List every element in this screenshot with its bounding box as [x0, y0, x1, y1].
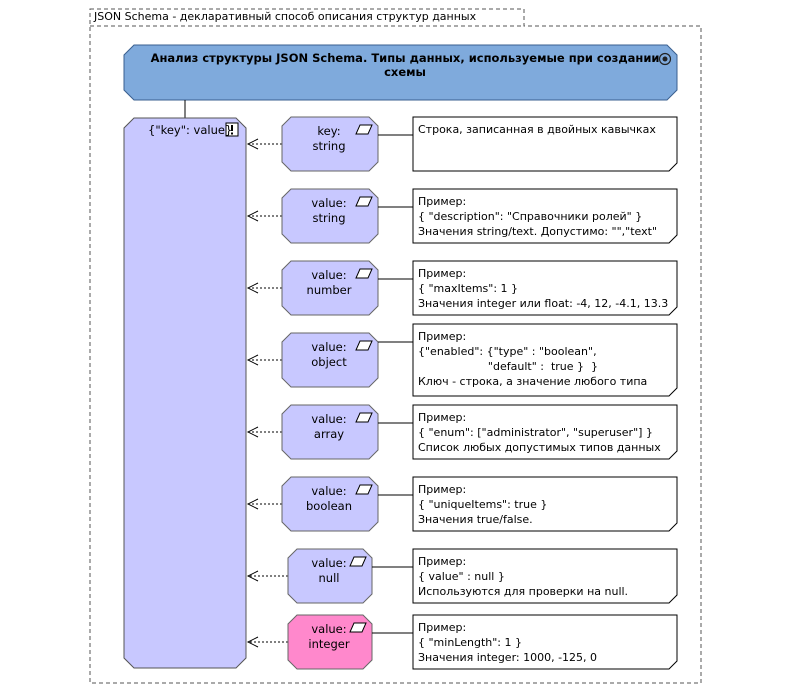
- type-node: [281, 260, 379, 316]
- node-label: value:number: [284, 268, 374, 298]
- node-label-key: value:: [311, 622, 347, 636]
- note-line: Пример:: [418, 483, 467, 496]
- node-label: value:null: [284, 556, 374, 586]
- note-line: Пример:: [418, 411, 467, 424]
- frame-title: JSON Schema - декларативный способ описа…: [94, 10, 477, 23]
- note-box: [412, 260, 678, 316]
- note-line: Пример:: [418, 330, 467, 343]
- type-node: [287, 614, 373, 670]
- arrowhead-icon: [246, 570, 259, 582]
- note-text: Пример: { "description": "Справочники рол…: [418, 194, 657, 239]
- note-line: "default" : true } }: [418, 360, 599, 373]
- node-label-type: object: [311, 355, 347, 369]
- node-label: value:string: [284, 196, 374, 226]
- node-label-key: value:: [311, 196, 347, 210]
- parallelogram-icon: [355, 268, 373, 279]
- node-label-key: key:: [317, 124, 341, 138]
- parallelogram-icon: [355, 412, 373, 423]
- container-label: {"key": value}: [148, 123, 233, 137]
- node-label-key: value:: [311, 340, 347, 354]
- note-text: Пример: { "uniqueItems": true } Значения t…: [418, 482, 547, 527]
- note-text: Строка, записанная в двойных кавычках: [418, 122, 656, 137]
- type-node: [281, 332, 379, 388]
- note-box: [412, 476, 678, 532]
- note-line: { value" : null }: [418, 570, 505, 583]
- note-text: Пример: { "enum": ["administrator", "supe…: [418, 410, 661, 455]
- arrowhead-icon: [246, 498, 259, 510]
- header-title: Анализ структуры JSON Schema. Типы данны…: [150, 51, 660, 79]
- note-box: [412, 323, 678, 397]
- parallelogram-icon: [355, 196, 373, 207]
- note-text: Пример: { value" : null } Используются для…: [418, 554, 628, 599]
- note-line: Пример:: [418, 195, 467, 208]
- arrowhead-icon: [246, 636, 259, 648]
- note-line: Пример:: [418, 267, 467, 280]
- note-line: Список любых допустимых типов данных: [418, 441, 661, 454]
- note-text: Пример:{"enabled": {"type" : "boolean", …: [418, 329, 647, 389]
- target-icon: [658, 52, 672, 66]
- exclamation-icon: [225, 122, 239, 137]
- parallelogram-icon: [355, 484, 373, 495]
- note-text: Пример: { "minLength": 1 } Значения intege…: [418, 620, 597, 665]
- note-line: Ключ - строка, а значение любого типа: [418, 375, 648, 388]
- arrowhead-icon: [246, 354, 259, 366]
- note-line: Значения integer: 1000, -125, 0: [418, 651, 598, 664]
- note-line: {"enabled": {"type" : "boolean",: [418, 345, 597, 358]
- node-label: value:integer: [284, 622, 374, 652]
- frame-border: [89, 8, 702, 684]
- note-line: Пример:: [418, 621, 467, 634]
- note-line: { "description": "Справочники ролей" }: [418, 210, 643, 223]
- node-label-type: boolean: [306, 499, 352, 513]
- node-label-type: null: [318, 571, 340, 585]
- node-label-key: value:: [311, 556, 347, 570]
- parallelogram-icon: [349, 622, 367, 633]
- note-box: [412, 548, 678, 604]
- node-label-key: value:: [311, 412, 347, 426]
- node-label-type: number: [306, 283, 352, 297]
- note-box: [412, 116, 678, 172]
- note-line: Значения true/false.: [418, 513, 533, 526]
- node-label: key:string: [284, 124, 374, 154]
- note-line: { "uniqueItems": true }: [418, 498, 548, 511]
- note-box: [412, 404, 678, 460]
- parallelogram-icon: [349, 556, 367, 567]
- note-box: [412, 614, 678, 670]
- node-label: value:array: [284, 412, 374, 442]
- node-layer: [246, 116, 678, 670]
- header-block: [123, 44, 678, 101]
- note-box: [412, 188, 678, 244]
- type-node: [281, 404, 379, 460]
- type-node: [281, 476, 379, 532]
- type-node: [281, 116, 379, 172]
- node-label-key: value:: [311, 484, 347, 498]
- node-label: value:object: [284, 340, 374, 370]
- note-line: { "enum": ["administrator", "superuser"]…: [418, 426, 653, 439]
- parallelogram-icon: [355, 124, 373, 135]
- note-line: Пример:: [418, 555, 467, 568]
- node-label-type: string: [312, 211, 346, 225]
- node-label-type: string: [312, 139, 346, 153]
- note-line: Значения integer или float: -4, 12, -4.1…: [418, 297, 669, 310]
- note-text: Пример: { "maxItems": 1 } Значения integer…: [418, 266, 668, 311]
- parallelogram-icon: [355, 340, 373, 351]
- node-label-type: array: [313, 427, 345, 441]
- type-node: [287, 548, 373, 604]
- note-line: Значения string/text. Допустимо: "","tex…: [418, 225, 657, 238]
- note-line: { "maxItems": 1 }: [418, 282, 519, 295]
- note-line: Строка, записанная в двойных кавычках: [418, 123, 656, 136]
- arrowhead-icon: [246, 210, 259, 222]
- node-label: value:boolean: [284, 484, 374, 514]
- type-node: [281, 188, 379, 244]
- arrowhead-icon: [246, 138, 259, 150]
- node-label-key: value:: [311, 268, 347, 282]
- arrowhead-icon: [246, 282, 259, 294]
- container-block: [123, 117, 247, 669]
- note-line: Используются для проверки на null.: [418, 585, 629, 598]
- node-label-type: integer: [308, 637, 350, 651]
- arrowhead-icon: [246, 426, 259, 438]
- note-line: { "minLength": 1 }: [418, 636, 522, 649]
